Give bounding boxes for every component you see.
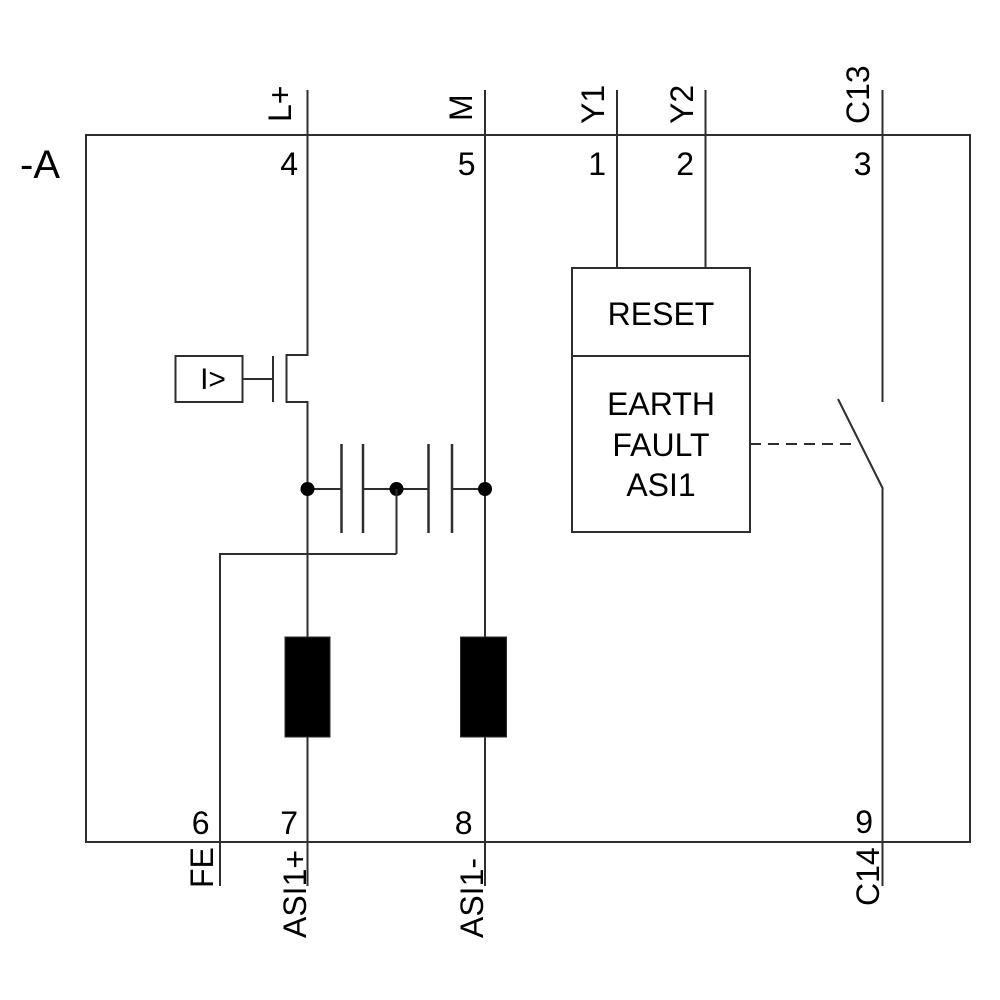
terminal-number-6: 6 — [192, 805, 210, 841]
terminal-number-5: 5 — [458, 146, 476, 182]
no-contact-c13-c14 — [750, 398, 884, 490]
resistor-block-asi1minus — [460, 636, 507, 738]
capacitor-network — [219, 444, 492, 555]
resistor-block-asi1plus — [284, 636, 331, 738]
capacitor-1 — [340, 444, 365, 533]
fault-line-3: ASI1 — [626, 467, 695, 503]
terminal-number-7: 7 — [280, 805, 298, 841]
fault-line-1: EARTH — [607, 386, 715, 422]
overcurrent-label: I> — [200, 363, 226, 396]
terminal-label-asi1minus: ASI1- — [454, 858, 490, 938]
terminal-number-4: 4 — [280, 146, 298, 182]
device-designation: -A — [20, 143, 60, 187]
terminal-label-c14: C14 — [850, 847, 886, 906]
terminal-number-9: 9 — [855, 804, 873, 840]
terminal-label-y2: Y2 — [664, 85, 700, 124]
terminal-label-m: M — [443, 94, 479, 121]
junction-dot-m — [478, 482, 492, 496]
junction-dot-lplus — [300, 482, 315, 496]
terminal-label-y1: Y1 — [575, 85, 611, 124]
function-block: RESET EARTH FAULT ASI1 — [571, 267, 751, 533]
reset-label: RESET — [608, 296, 715, 332]
terminal-number-8: 8 — [455, 805, 473, 841]
terminal-label-fe: FE — [184, 847, 220, 888]
terminal-label-asi1plus: ASI1+ — [277, 850, 313, 938]
terminal-number-1: 1 — [588, 146, 606, 182]
fault-line-2: FAULT — [612, 427, 709, 463]
device-outline — [85, 134, 971, 843]
terminal-number-2: 2 — [676, 146, 694, 182]
overcurrent-release: I> — [174, 354, 309, 403]
terminal-number-3: 3 — [854, 146, 872, 182]
terminal-label-lplus: L+ — [262, 86, 298, 122]
contact-blade — [837, 398, 884, 490]
terminal-label-c13: C13 — [840, 65, 876, 124]
capacitor-2 — [427, 444, 454, 533]
function-block-outline — [571, 267, 751, 533]
